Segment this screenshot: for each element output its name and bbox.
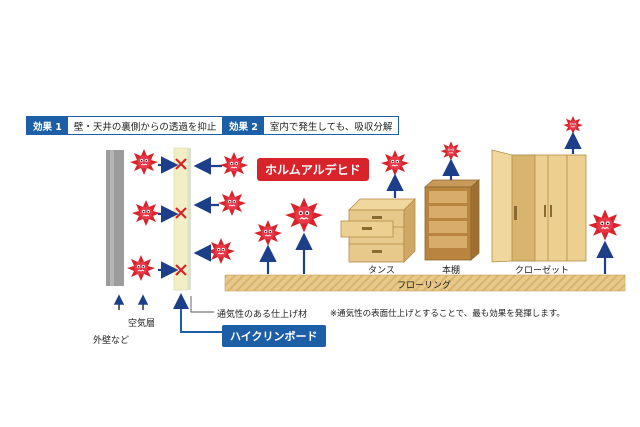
formaldehyde-label: ホルムアルデヒド [257, 158, 369, 181]
effect-2-tag: 効果 2 [223, 117, 264, 134]
effect-1-tag: 効果 1 [27, 117, 68, 134]
effect-2-box: 効果 2 室内で発生しても、吸収分解 [222, 116, 400, 135]
product-label: ハイクリンボード [222, 325, 326, 347]
finish-material-label: 通気性のある仕上げ材 [217, 310, 308, 320]
flooring-label: フローリング [397, 281, 452, 291]
effect-1-box: 効果 1 壁・天井の裏側からの透過を抑止 [26, 116, 224, 135]
hondana-label: 本棚 [442, 266, 461, 276]
finish-note: ※通気性の表面仕上げとすることで、最も効果を発揮します。 [330, 309, 565, 319]
closet-label: クローゼット [515, 266, 570, 276]
exterior-wall [106, 150, 124, 286]
effect-1-text: 壁・天井の裏側からの透過を抑止 [73, 121, 217, 133]
hondana-illustration [423, 179, 481, 261]
tansu-illustration [340, 198, 416, 263]
air-layer-label: 空気層 [128, 319, 156, 329]
closet-illustration [491, 149, 587, 263]
flooring [224, 274, 626, 292]
tansu-label: タンス [368, 266, 395, 276]
exterior-wall-label: 外壁など [93, 336, 130, 346]
effect-2-text: 室内で発生しても、吸収分解 [269, 121, 393, 133]
